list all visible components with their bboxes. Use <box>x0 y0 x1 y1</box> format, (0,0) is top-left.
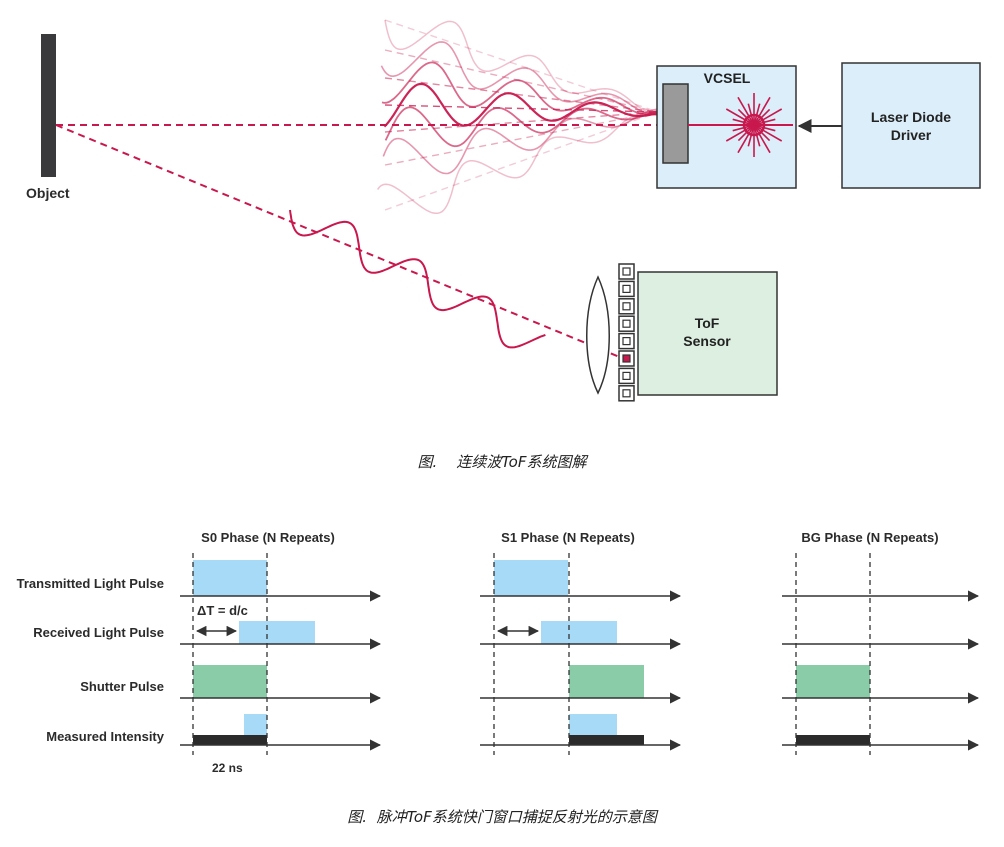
emitted-light-wave <box>383 82 659 128</box>
driver-label-line1: Laser Diode <box>871 109 951 125</box>
s0-transmitted-pulse <box>193 560 267 596</box>
vcsel-label: VCSEL <box>704 70 751 86</box>
emitted-ray-line <box>384 104 659 113</box>
s1-transmitted-pulse <box>494 560 568 596</box>
s1-measured-light <box>569 714 617 736</box>
phase-title-s1: S1 Phase (N Repeats) <box>501 530 635 545</box>
emitted-light-wave <box>377 110 658 215</box>
bg-intensity-bar <box>796 735 870 745</box>
emitted-ray-line <box>384 49 659 113</box>
time-axes <box>180 590 980 751</box>
emitted-light-waves <box>377 19 659 215</box>
figure1-caption: 图. 连续波ToF系统图解 <box>417 453 587 471</box>
laser-driver-box <box>841 62 981 189</box>
bg-shutter-pulse <box>796 665 870 698</box>
emitted-light-wave <box>384 19 658 116</box>
row-label-transmitted: Transmitted Light Pulse <box>17 576 164 591</box>
emitted-light-wave <box>384 106 659 148</box>
phase-title-s0: S0 Phase (N Repeats) <box>201 530 335 545</box>
sensor-label-line2: Sensor <box>683 333 731 349</box>
driver-label-line2: Driver <box>891 127 932 143</box>
delta-t-label: ΔT = d/c <box>197 603 248 618</box>
cw-tof-diagram: Object VCSEL Laser Diode Driver ToF Sens… <box>26 19 981 402</box>
emitted-light-wave <box>381 61 658 116</box>
emitted-light-wave <box>380 41 658 116</box>
pulsed-tof-timing-diagram: Transmitted Light Pulse Received Light P… <box>17 530 980 775</box>
emitted-ray-line <box>384 77 659 113</box>
s1-received-pulse <box>541 621 617 644</box>
sensor-lens <box>586 275 610 395</box>
s1-shutter-pulse <box>569 665 644 698</box>
emitted-ray-line <box>384 19 659 113</box>
s0-received-pulse <box>239 621 315 644</box>
s1-intensity-bar <box>569 735 644 745</box>
emitted-ray-line <box>384 111 659 211</box>
pulse-width-label: 22 ns <box>212 761 243 775</box>
row-label-received: Received Light Pulse <box>33 625 164 640</box>
emitted-ray-line <box>384 111 659 166</box>
figure2-caption: 图. 脉冲ToF系统快门窗口捕捉反射光的示意图 <box>347 808 657 826</box>
object-bar <box>41 34 56 177</box>
row-label-shutter: Shutter Pulse <box>80 679 164 694</box>
laser-starburst-icon <box>722 93 786 157</box>
s0-shutter-pulse <box>193 665 267 698</box>
reflected-light-wave <box>289 209 546 349</box>
vcsel-emitter <box>662 83 689 164</box>
return-beam-line <box>55 124 623 359</box>
object-label: Object <box>26 185 70 201</box>
emitted-light-wave <box>382 108 658 175</box>
phase-title-bg: BG Phase (N Repeats) <box>801 530 938 545</box>
s0-intensity-bar <box>193 735 267 745</box>
sensor-label-line1: ToF <box>695 315 720 331</box>
row-label-intensity: Measured Intensity <box>46 729 165 744</box>
tof-sensor-box <box>637 271 778 396</box>
phase-boundary-lines <box>192 553 871 755</box>
s0-measured-light <box>244 714 267 736</box>
sensor-pixel-array <box>618 263 635 402</box>
